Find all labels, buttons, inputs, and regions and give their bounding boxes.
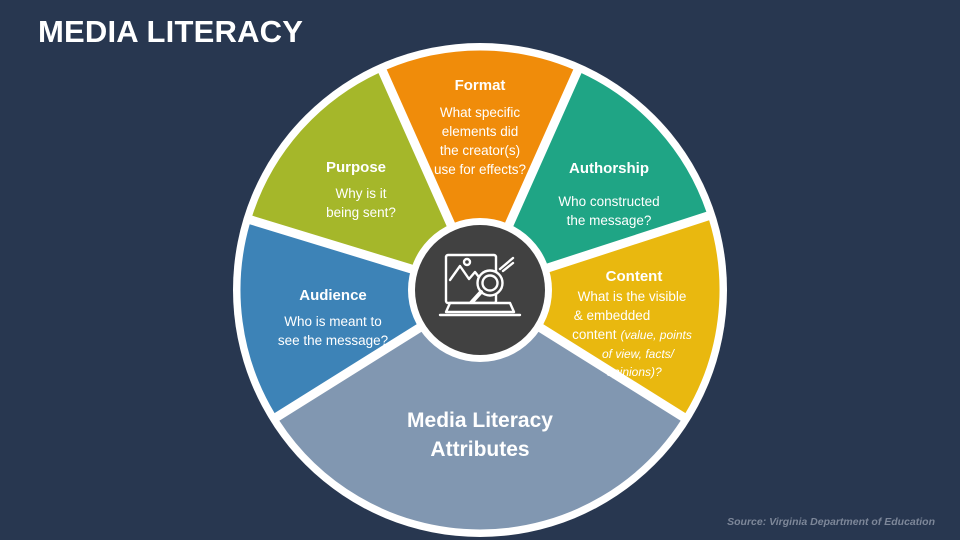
purpose-text-line-2: being sent?: [326, 205, 396, 220]
content-text-line-1: What is the visible: [578, 289, 687, 304]
authorship-title: Authorship: [569, 160, 649, 177]
content-text-line-5: opinions)?: [606, 365, 662, 379]
content-text-line-3-normal: content: [572, 327, 617, 342]
content-text-line-3-italic: (value, points: [620, 328, 691, 342]
attributes-title-line-1: Media Literacy: [407, 409, 553, 432]
page-title: MEDIA LITERACY: [38, 14, 304, 49]
format-text-line-4: use for effects?: [434, 162, 526, 177]
authorship-text-line-2: the message?: [567, 213, 652, 228]
media-search-icon: [438, 253, 522, 317]
format-text-line-3: the creator(s): [440, 143, 520, 158]
format-title: Format: [455, 77, 506, 94]
format-text-line-2: elements did: [442, 124, 519, 139]
content-text-line-4: of view, facts/: [602, 347, 676, 361]
attributes-title-line-2: Attributes: [430, 438, 529, 461]
audience-text-line-2: see the message?: [278, 333, 388, 348]
content-text-line-2: & embedded: [574, 308, 651, 323]
format-text-line-1: What specific: [440, 105, 521, 120]
purpose-title: Purpose: [326, 159, 386, 176]
content-title: Content: [606, 268, 663, 285]
content-text-line-3: content(value, points: [572, 327, 692, 342]
authorship-text-line-1: Who constructed: [558, 194, 659, 209]
audience-text-line-1: Who is meant to: [284, 314, 382, 329]
audience-title: Audience: [299, 287, 367, 304]
purpose-text-line-1: Why is it: [335, 186, 386, 201]
source-note: Source: Virginia Department of Education: [727, 516, 935, 528]
